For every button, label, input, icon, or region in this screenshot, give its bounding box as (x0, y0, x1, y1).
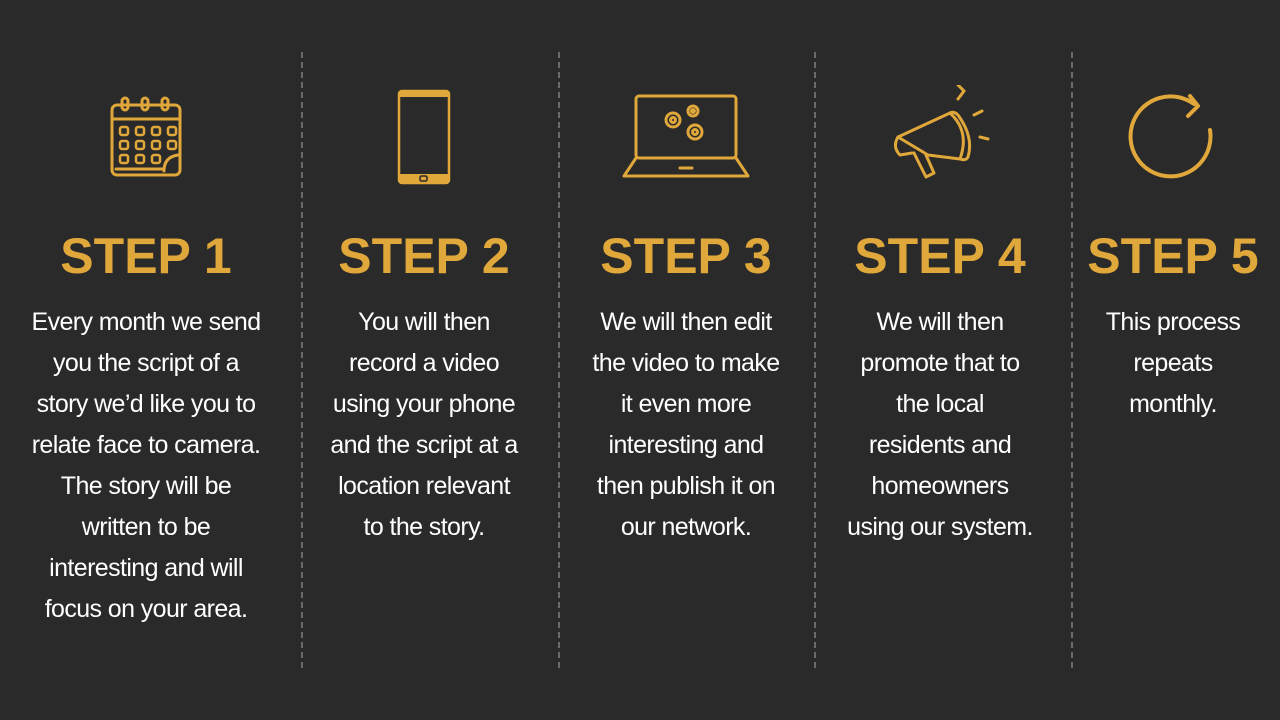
description-line: written to be (81, 513, 211, 541)
description-line: story we’d like you to (36, 390, 256, 418)
description-line: it even more (620, 390, 752, 418)
divider (1071, 52, 1073, 668)
step-description: Every month we send you the script of a … (11, 302, 281, 630)
calendar-icon (11, 82, 281, 192)
description-line: You will then (358, 308, 490, 336)
step-title: STEP 1 (60, 228, 232, 284)
description-line: record a video (348, 349, 500, 377)
description-line: our network. (620, 513, 752, 541)
description-line: We will then edit (600, 308, 772, 336)
description-line: using our system. (847, 513, 1033, 541)
description-line: then publish it on (596, 472, 776, 500)
step-title: STEP 2 (338, 228, 510, 284)
description-line: The story will be (60, 472, 232, 500)
divider (814, 52, 816, 668)
description-line: repeats (1133, 349, 1213, 377)
description-line: interesting and (608, 431, 764, 459)
step-title: STEP 4 (854, 228, 1026, 284)
description-line: promote that to (860, 349, 1020, 377)
description-line: to the story. (363, 513, 486, 541)
description-line: monthly. (1129, 390, 1217, 418)
description-line: focus on your area. (44, 595, 248, 623)
refresh-icon (1038, 82, 1280, 192)
description-line: location relevant (338, 472, 510, 500)
description-line: the video to make (592, 349, 780, 377)
description-line: residents and (868, 431, 1012, 459)
description-line: using your phone (332, 390, 516, 418)
description-line: you the script of a (53, 349, 240, 377)
description-line: Every month we send (31, 308, 262, 336)
description-line: This process (1105, 308, 1241, 336)
description-line: homeowners (871, 472, 1009, 500)
description-line: We will then (876, 308, 1004, 336)
step-title: STEP 5 (1087, 228, 1259, 284)
divider (558, 52, 560, 668)
smartphone-icon (289, 82, 559, 192)
description-line: interesting and will (49, 554, 243, 582)
step-description: We will then promote that to the local r… (805, 302, 1075, 548)
step-description: You will then record a video using your … (289, 302, 559, 548)
description-line: relate face to camera. (31, 431, 261, 459)
description-line: the local (896, 390, 984, 418)
step-title: STEP 3 (600, 228, 772, 284)
megaphone-icon (805, 82, 1075, 192)
step-description: We will then edit the video to make it e… (551, 302, 821, 548)
step-description: This process repeats monthly. (1038, 302, 1280, 425)
description-line: and the script at a (330, 431, 518, 459)
divider (301, 52, 303, 668)
laptop-gears-icon (551, 82, 821, 192)
